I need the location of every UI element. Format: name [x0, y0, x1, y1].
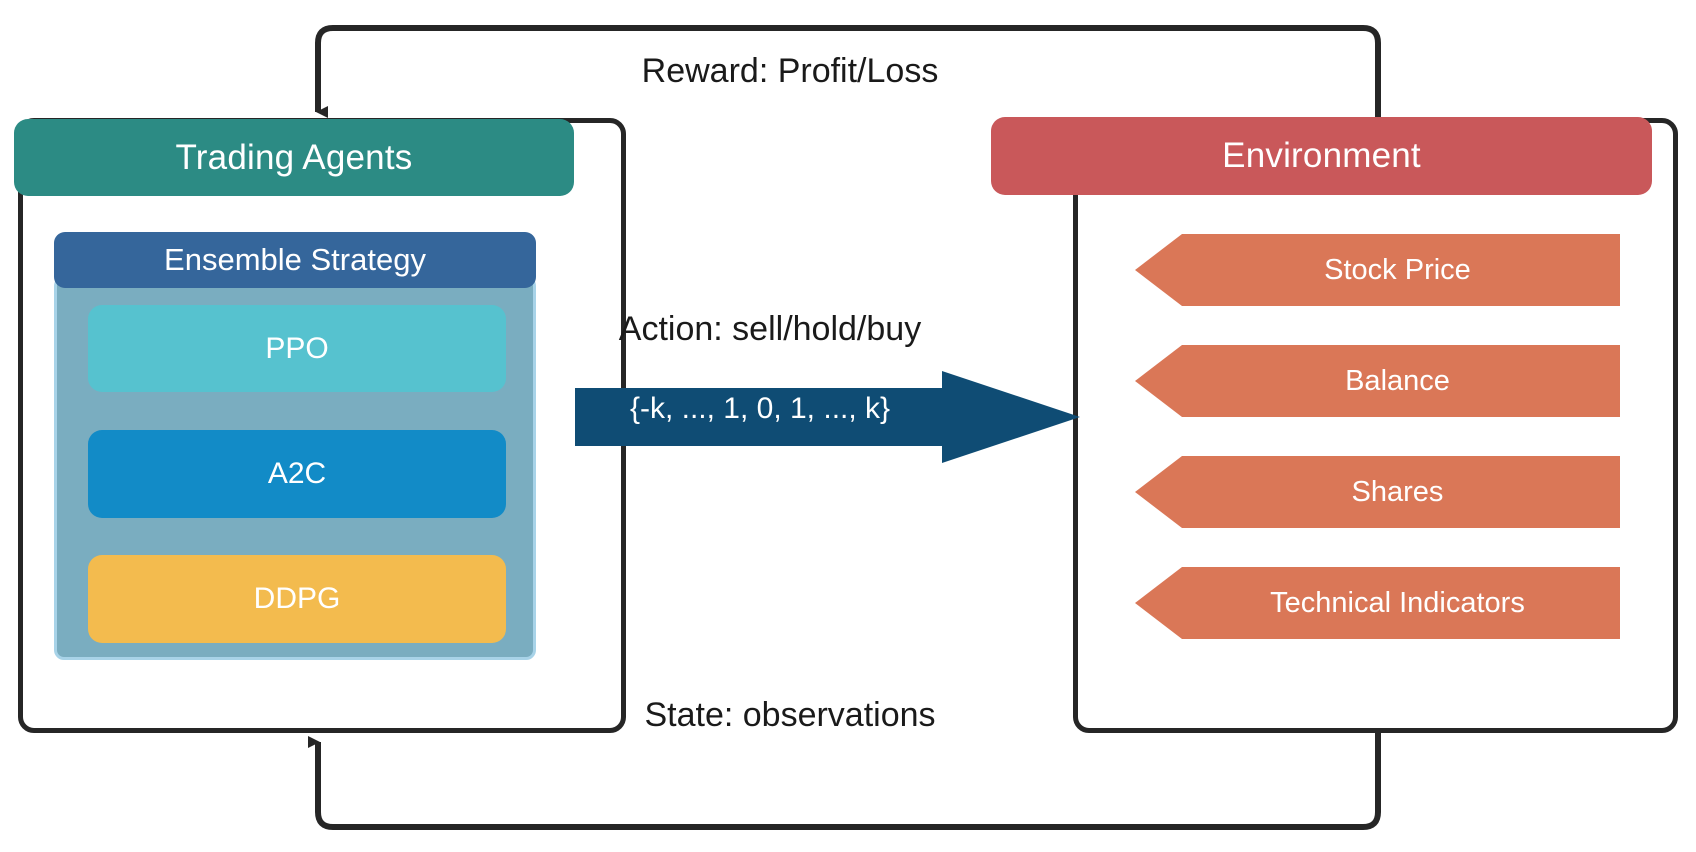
action-flow-label: Action: sell/hold/buy — [618, 310, 922, 348]
state-loop-path — [308, 733, 1381, 830]
trading-agents-header: Trading Agents — [14, 119, 574, 196]
reward-flow-label: Reward: Profit/Loss — [641, 52, 939, 90]
state-chevron-technical-indicators[interactable]: Technical Indicators — [1135, 567, 1620, 639]
environment-panel — [1073, 118, 1678, 733]
algorithm-box-ppo[interactable]: PPO — [88, 305, 506, 392]
action-value-label: {-k, ..., 1, 0, 1, ..., k} — [629, 392, 891, 425]
algorithm-box-ddpg[interactable]: DDPG — [88, 555, 506, 643]
environment-header: Environment — [991, 117, 1652, 195]
state-chevron-shares[interactable]: Shares — [1135, 456, 1620, 528]
state-chevron-stock-price[interactable]: Stock Price — [1135, 234, 1620, 306]
ensemble-strategy-header: Ensemble Strategy — [54, 232, 536, 288]
algorithm-box-a2c[interactable]: A2C — [88, 430, 506, 518]
state-flow-label: State: observations — [644, 696, 936, 734]
state-chevron-balance[interactable]: Balance — [1135, 345, 1620, 417]
